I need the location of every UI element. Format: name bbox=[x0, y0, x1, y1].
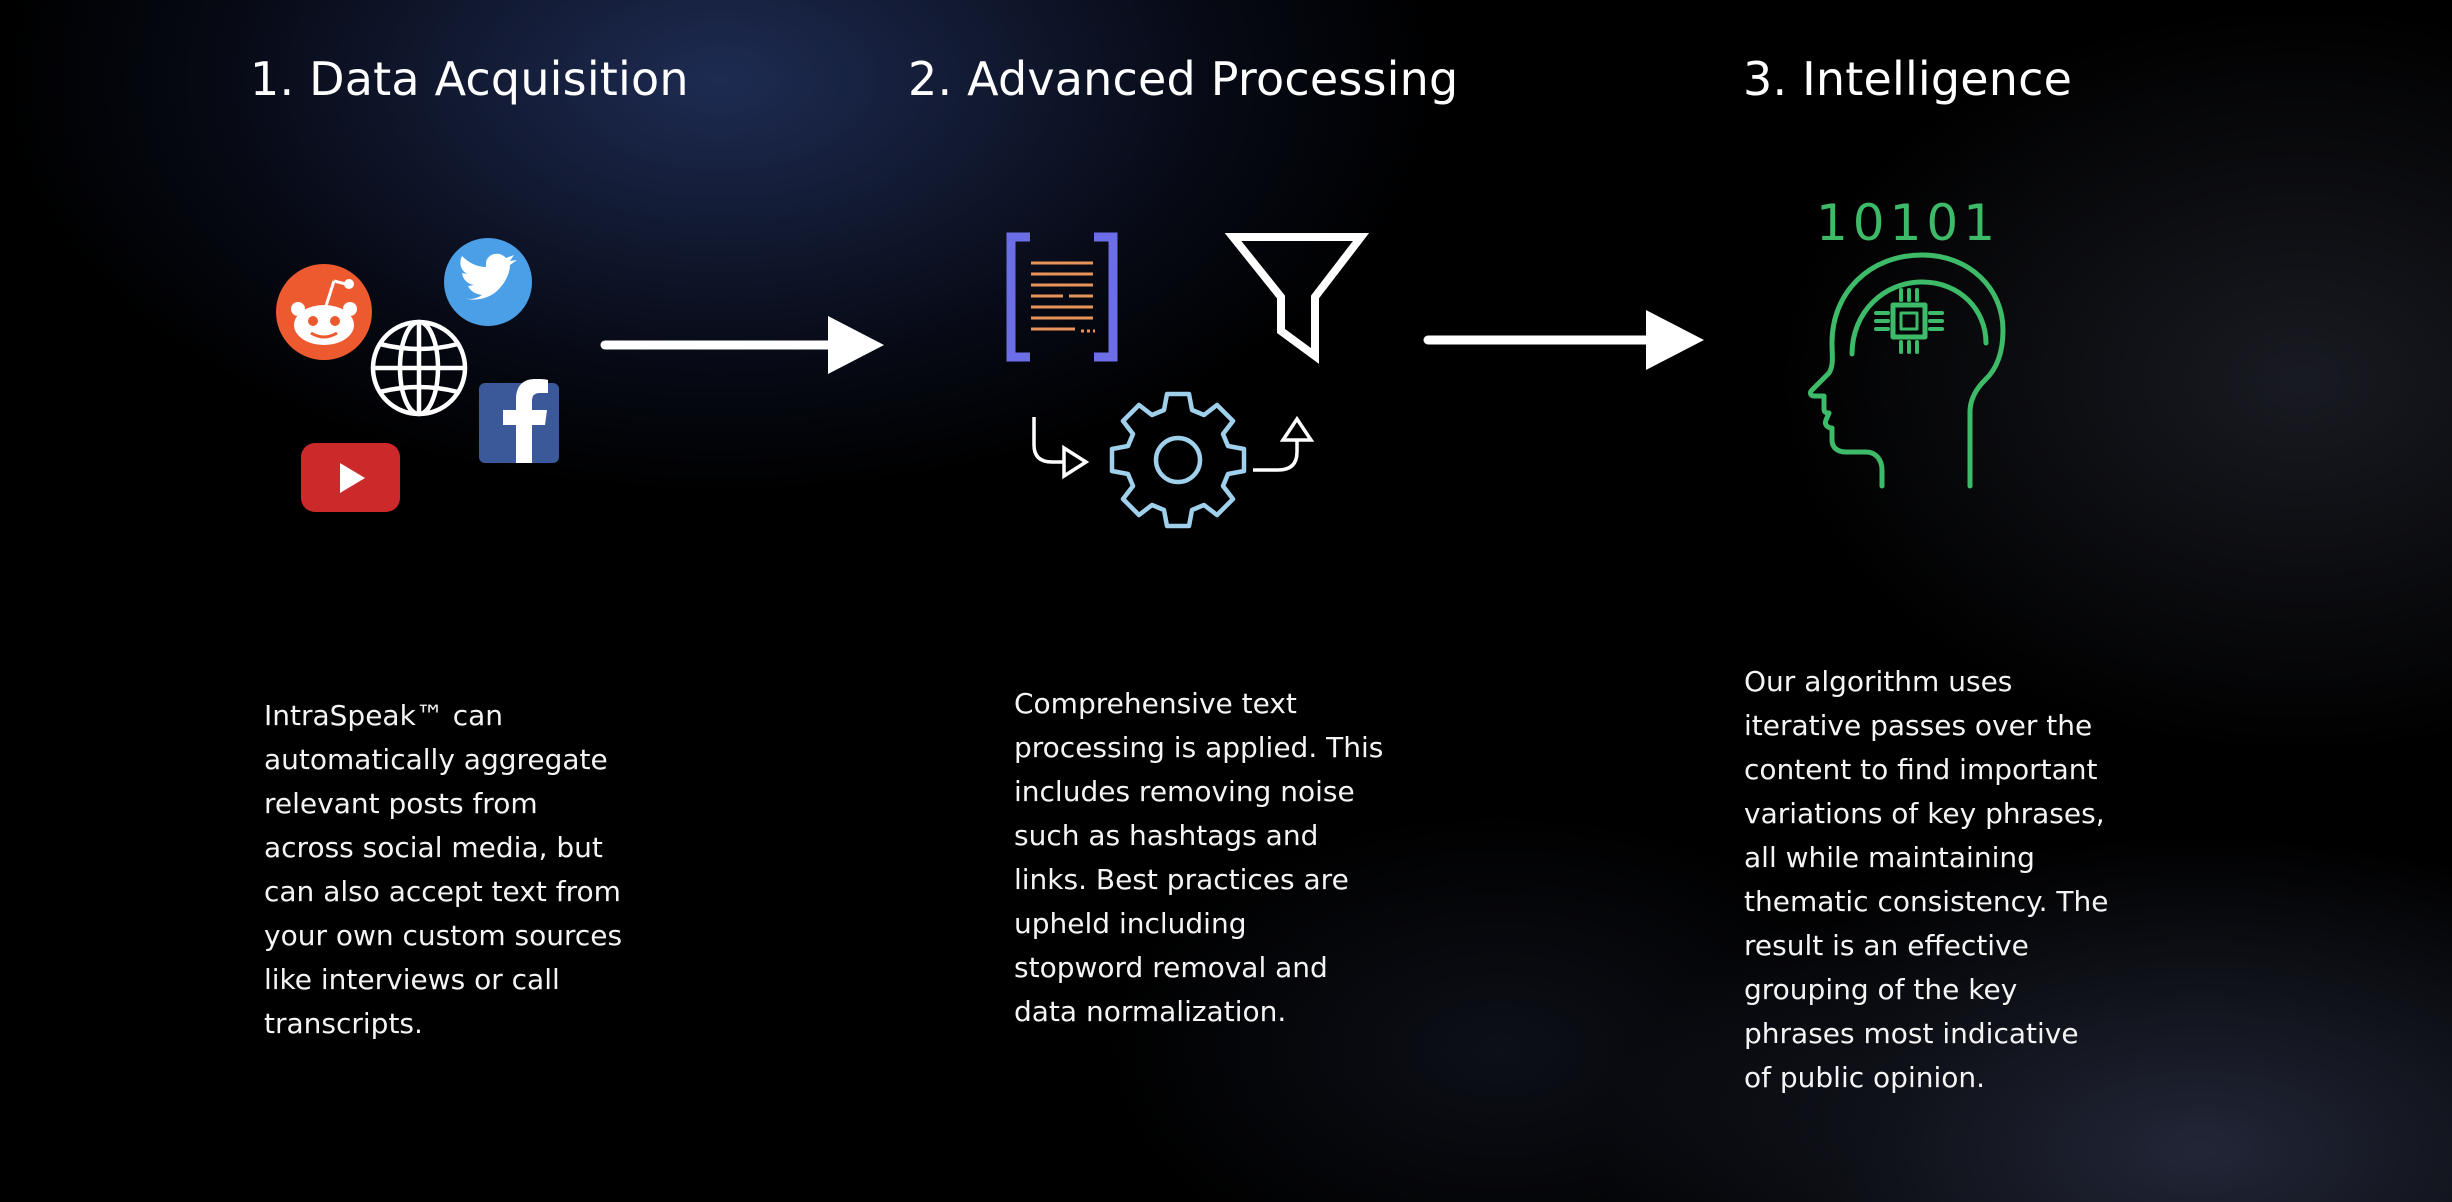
facebook-icon bbox=[479, 379, 559, 463]
reddit-icon bbox=[276, 264, 372, 360]
funnel-icon bbox=[1224, 233, 1370, 364]
step-3-title: 3. Intelligence bbox=[1743, 52, 2073, 106]
globe-icon bbox=[370, 319, 468, 417]
step-1-description: IntraSpeak™ can automatically aggregate … bbox=[264, 699, 623, 1040]
gear-icon bbox=[1109, 391, 1247, 529]
step-2-description: Comprehensive text processing is applied… bbox=[1014, 687, 1384, 1028]
arrow-1-icon bbox=[600, 316, 884, 374]
step-3-description: Our algorithm uses iterative passes over… bbox=[1744, 665, 2109, 1094]
curved-arrow-out-icon bbox=[1253, 415, 1315, 472]
head-chip-icon bbox=[1808, 252, 2006, 489]
document-brackets-icon bbox=[1006, 232, 1118, 362]
binary-label: 10101 bbox=[1816, 194, 2000, 252]
curved-arrow-in-icon bbox=[1032, 417, 1090, 480]
step-1-title: 1. Data Acquisition bbox=[250, 52, 689, 106]
youtube-icon bbox=[301, 443, 400, 512]
arrow-2-icon bbox=[1423, 310, 1704, 370]
step-2-title: 2. Advanced Processing bbox=[908, 52, 1459, 106]
twitter-icon bbox=[444, 238, 532, 326]
